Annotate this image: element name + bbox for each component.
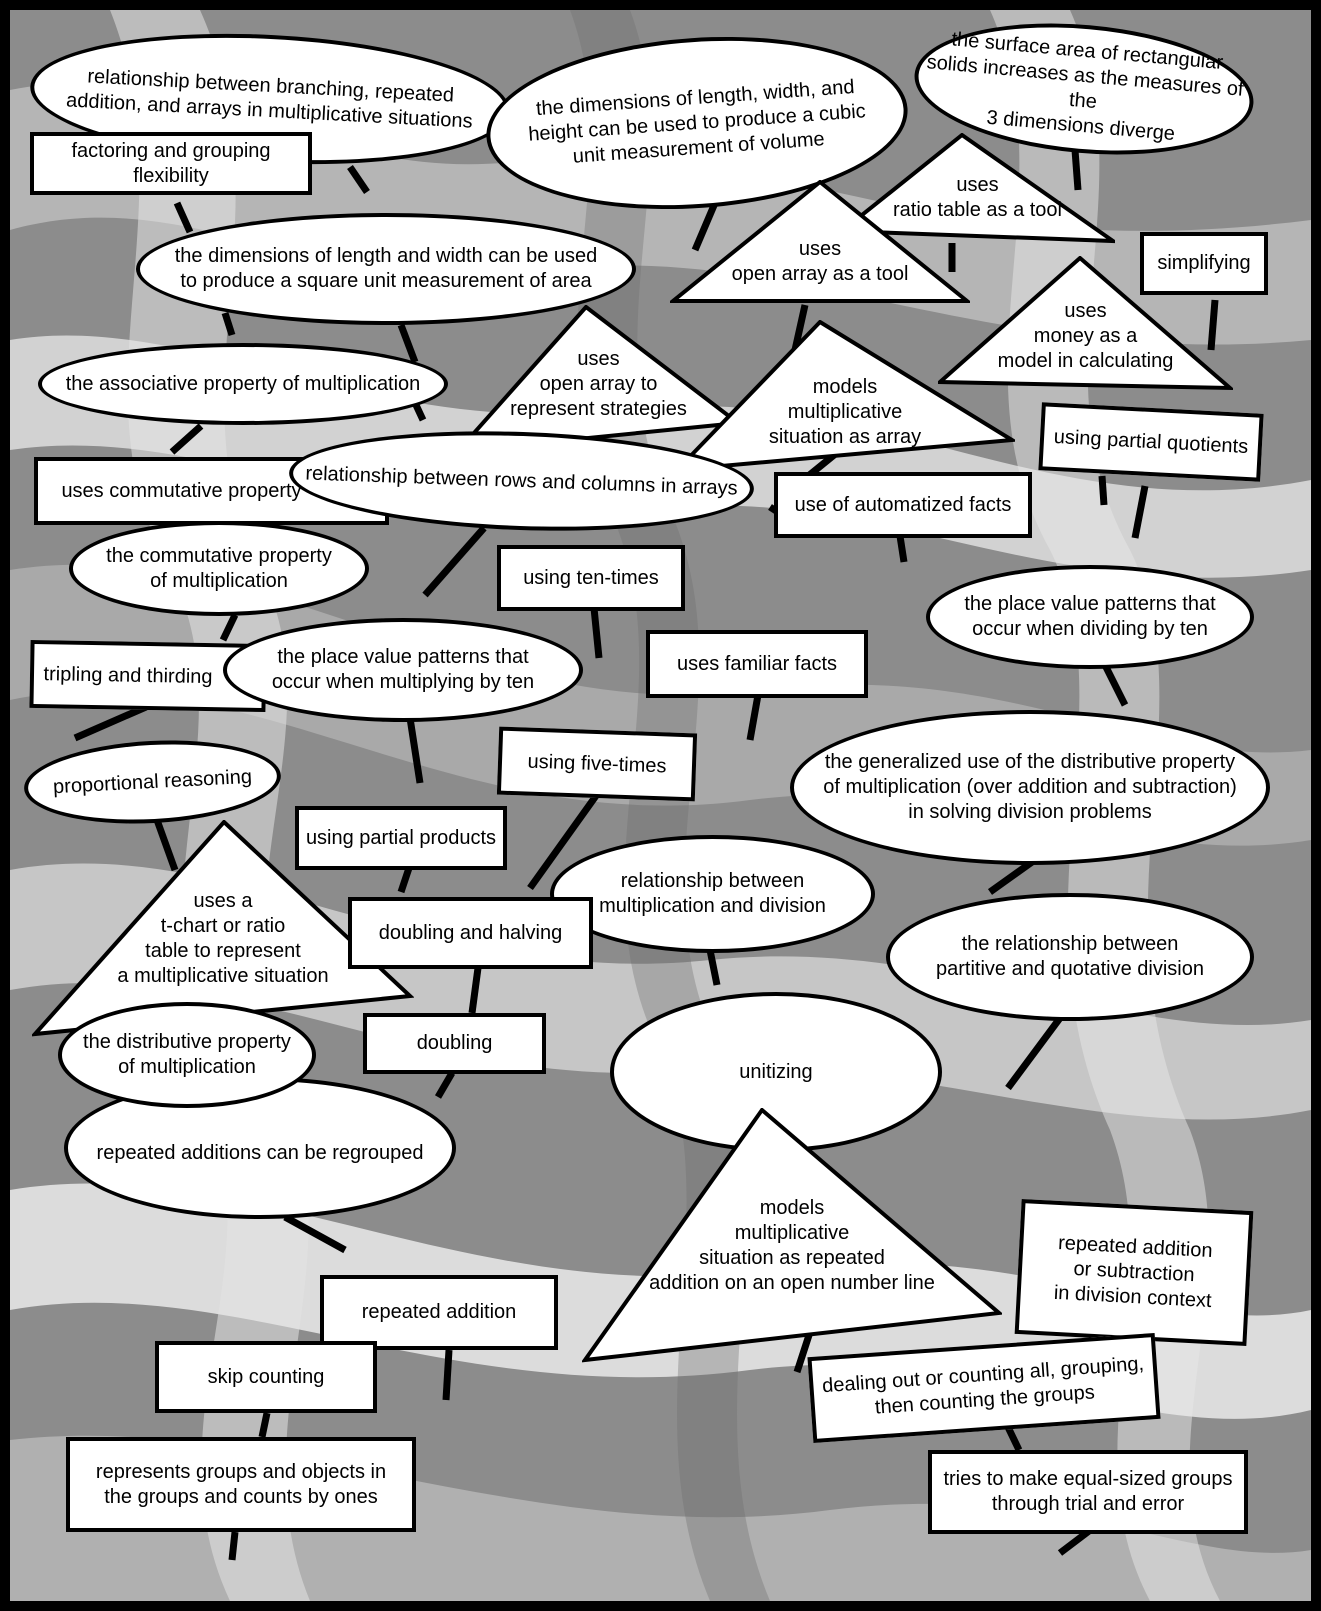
strategy-label: uses commutative property — [61, 479, 302, 502]
strategy-partial-quotients: using partial quotients — [1038, 402, 1264, 482]
strategy-automatized-facts: use of automatized facts — [774, 472, 1032, 538]
concept-label: relationship between multiplication and … — [599, 870, 826, 917]
concept-label: unitizing — [739, 1060, 813, 1083]
strategy-label: represents groups and objects in the gro… — [95, 1460, 387, 1508]
strategy-label: repeated addition — [361, 1301, 517, 1323]
model-t-chart: uses a t-chart or ratio table to represe… — [32, 820, 414, 1038]
model-label: models multiplicative situation as array — [768, 376, 922, 448]
concept-label: the dimensions of length and width can b… — [174, 245, 598, 292]
strategy-label: doubling and halving — [378, 921, 563, 944]
strategy-simplifying: simplifying — [1140, 232, 1268, 295]
concept-mult-division: relationship between multiplication and … — [550, 835, 875, 953]
strategy-repeated-addition: repeated addition — [320, 1275, 558, 1350]
model-label: uses money as a model in calculating — [997, 299, 1174, 372]
strategy-label: dealing out or counting all, grouping, t… — [821, 1352, 1145, 1419]
strategy-partial-products: using partial products — [295, 806, 507, 870]
strategy-label: using five-times — [527, 750, 667, 777]
model-label: uses a t-chart or ratio table to represe… — [117, 890, 329, 987]
model-open-array-tool: uses open array as a tool — [670, 180, 970, 305]
model-label: models multiplicative situation as repea… — [649, 1196, 935, 1294]
concept-label: the place value patterns that occur when… — [964, 593, 1216, 640]
model-label: uses open array as a tool — [731, 237, 909, 285]
strategy-label: skip counting — [207, 1365, 325, 1388]
triangle-shape — [938, 256, 1233, 391]
model-open-number-line: models multiplicative situation as repea… — [582, 1108, 1002, 1363]
model-label: uses ratio table as a tool — [893, 174, 1062, 221]
triangle-shape — [840, 133, 1115, 244]
strategy-trial-and-error: tries to make equal-sized groups through… — [928, 1450, 1248, 1534]
concept-label: the place value patterns that occur when… — [271, 646, 535, 693]
triangle-shape — [670, 180, 970, 303]
triangle-shape — [582, 1108, 1002, 1363]
model-open-array-strategies: uses open array to represent strategies — [456, 305, 741, 455]
concept-commutative: the commutative property of multiplicati… — [69, 521, 369, 616]
strategy-label: tries to make equal-sized groups through… — [943, 1468, 1233, 1515]
concept-label: relationship between rows and columns in… — [305, 461, 738, 500]
concept-multiplying-by-ten: the place value patterns that occur when… — [223, 618, 583, 722]
strategy-label: doubling — [416, 1032, 493, 1054]
strategy-label: uses familiar facts — [676, 652, 838, 675]
strategy-familiar-facts: uses familiar facts — [646, 630, 868, 698]
strategy-label: using partial products — [305, 826, 497, 849]
concept-label: the dimensions of length, width, and hei… — [527, 75, 867, 168]
model-label: uses open array to represent strategies — [510, 347, 687, 420]
strategy-label: using ten-times — [523, 566, 659, 589]
strategy-label: tripling and thirding — [43, 662, 213, 688]
strategy-factoring-grouping: factoring and grouping flexibility — [30, 132, 312, 195]
landscape-frame: relationship between branching, repeated… — [10, 10, 1311, 1601]
concept-dividing-by-ten: the place value patterns that occur when… — [926, 565, 1254, 669]
strategy-counts-by-ones: represents groups and objects in the gro… — [66, 1437, 416, 1532]
strategy-label: using partial quotients — [1053, 425, 1249, 458]
strategy-skip-counting: skip counting — [155, 1341, 377, 1413]
concept-label: the generalized use of the distributive … — [823, 751, 1237, 823]
concept-label: the distributive property of multiplicat… — [83, 1031, 291, 1078]
concept-label: the relationship between partitive and q… — [936, 933, 1204, 980]
strategy-doubling-halving: doubling and halving — [348, 897, 593, 969]
concept-associative: the associative property of multiplicati… — [38, 343, 448, 425]
strategy-label: repeated addition or subtraction in divi… — [1053, 1232, 1214, 1313]
strategy-ten-times: using ten-times — [497, 545, 685, 611]
model-ratio-table: uses ratio table as a tool — [840, 133, 1115, 245]
strategy-repeated-addition-division: repeated addition or subtraction in divi… — [1014, 1199, 1254, 1346]
concept-label: the associative property of multiplicati… — [65, 372, 421, 395]
concept-area: the dimensions of length and width can b… — [136, 213, 636, 325]
concept-label: the commutative property of multiplicati… — [106, 544, 332, 592]
strategy-label: use of automatized facts — [794, 493, 1012, 516]
model-array: models multiplicative situation as array — [675, 320, 1015, 475]
concept-label: proportional reasoning — [52, 765, 253, 798]
model-money: uses money as a model in calculating — [938, 256, 1233, 391]
concept-partitive-quotative: the relationship between partitive and q… — [886, 893, 1254, 1021]
strategy-five-times: using five-times — [496, 726, 698, 802]
concept-distributive: the distributive property of multiplicat… — [58, 1002, 316, 1108]
concept-label: repeated additions can be regrouped — [96, 1141, 424, 1164]
concept-generalized-distributive: the generalized use of the distributive … — [790, 710, 1270, 865]
triangle-shape — [675, 320, 1015, 473]
strategy-label: factoring and grouping flexibility — [71, 139, 271, 187]
concept-label: relationship between branching, repeated… — [65, 65, 474, 133]
strategy-doubling: doubling — [363, 1013, 546, 1074]
strategy-label: simplifying — [1157, 252, 1251, 274]
